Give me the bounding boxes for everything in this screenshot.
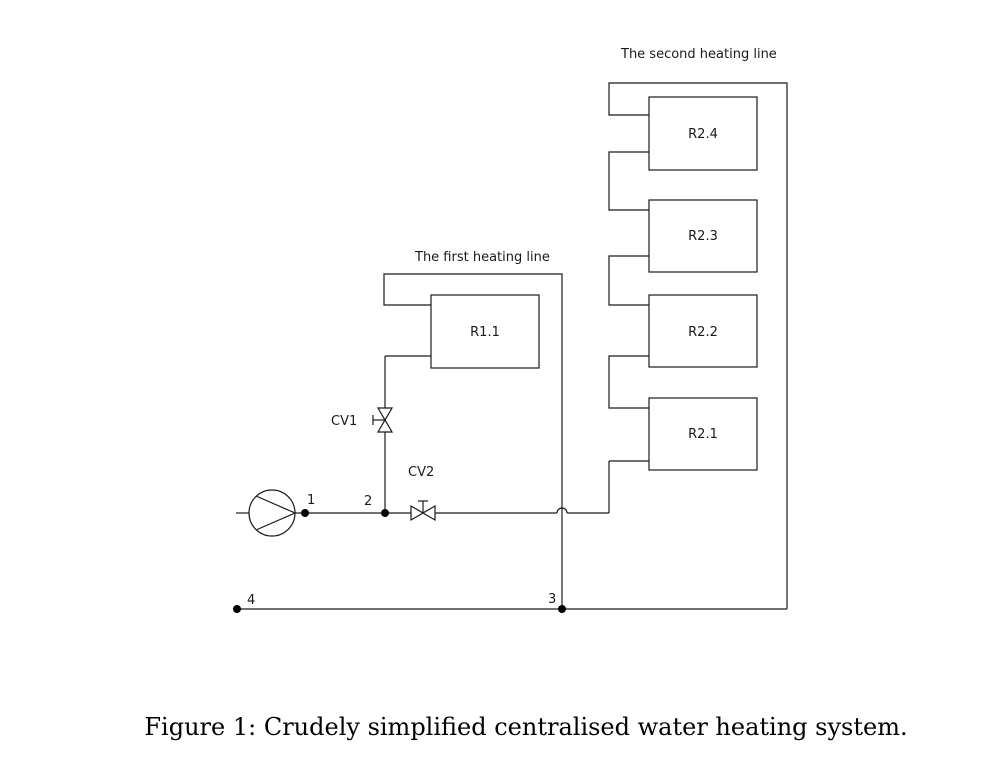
- radiator-r2-2: [648, 294, 758, 368]
- radiator-r2-4-label: R2.4: [688, 127, 718, 142]
- radiator-r2-3: [648, 199, 758, 273]
- node-4: [233, 605, 241, 613]
- node-1: [301, 509, 309, 517]
- first-heating-line-label: The first heating line: [414, 250, 550, 265]
- first-line-return-pipe: [383, 273, 563, 609]
- radiator-r2-3-label: R2.3: [688, 229, 718, 244]
- node-3-label: 3: [548, 592, 556, 607]
- cv1-valve-icon: [372, 407, 394, 433]
- node-1-label: 1: [307, 493, 315, 508]
- second-heating-line-label: The second heating line: [620, 47, 777, 62]
- first-line-supply-pipe: [384, 355, 431, 513]
- radiator-r2-4: [648, 96, 758, 171]
- cv1-label: CV1: [331, 414, 357, 429]
- radiator-r2-1-label: R2.1: [688, 427, 718, 442]
- supply-pipe: [295, 460, 649, 514]
- node-2-label: 2: [364, 494, 372, 509]
- node-2: [381, 509, 389, 517]
- node-3: [558, 605, 566, 613]
- radiator-r1-1: [430, 294, 540, 369]
- radiator-r2-2-label: R2.2: [688, 325, 718, 340]
- cv2-label: CV2: [408, 465, 434, 480]
- figure-caption: Figure 1: Crudely simplified centralised…: [144, 713, 908, 741]
- radiator-r2-1: [648, 397, 758, 471]
- second-line-connectors: [608, 82, 788, 609]
- cv2-valve-icon: [410, 500, 436, 522]
- node-4-label: 4: [247, 593, 255, 608]
- radiator-r1-1-label: R1.1: [470, 325, 500, 340]
- pump-icon: [236, 489, 297, 537]
